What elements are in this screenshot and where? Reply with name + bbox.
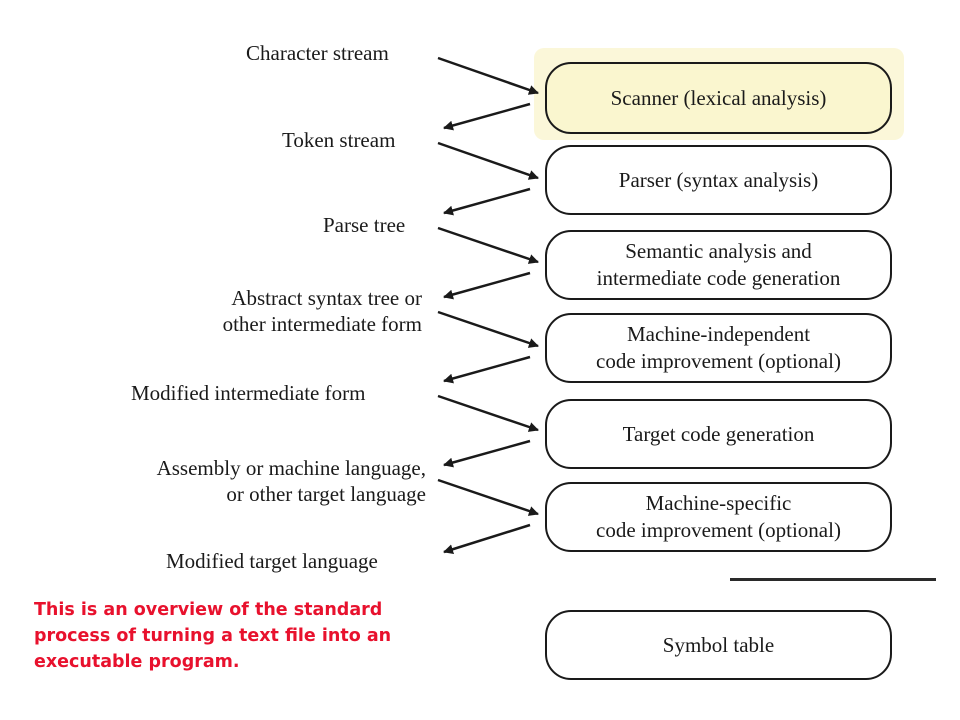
arrow-out-of-machine-specific <box>443 523 531 555</box>
arrow-out-of-machine-independent <box>443 355 531 384</box>
caption-text: This is an overview of the standard proc… <box>34 600 392 672</box>
arrow-out-of-parser <box>443 187 531 216</box>
stage-box-target-code-generation: Target code generation <box>545 399 892 469</box>
stage-box-machine-independent-improvement: Machine-independent code improvement (op… <box>545 313 892 383</box>
arrow-into-parser <box>437 141 539 180</box>
stream-label-modified-target-language: Modified target language <box>166 549 378 573</box>
stage-box-machine-specific-improvement: Machine-specific code improvement (optio… <box>545 482 892 552</box>
stream-label-target-language: Assembly or machine language, or other t… <box>156 456 426 506</box>
separator-line <box>730 578 936 581</box>
arrow-into-machine-independent <box>437 310 539 348</box>
arrow-into-target-code-generation <box>437 394 539 432</box>
stream-label-modified-intermediate-form: Modified intermediate form <box>131 381 366 405</box>
arrow-out-of-target-code-generation <box>443 439 531 468</box>
stream-label-character-stream: Character stream <box>246 41 389 65</box>
stage-box-parser: Parser (syntax analysis) <box>545 145 892 215</box>
stream-label-parse-tree: Parse tree <box>323 213 406 237</box>
arrow-into-semantic <box>437 226 539 264</box>
arrow-out-of-scanner <box>443 102 531 131</box>
stage-box-semantic-analysis: Semantic analysis and intermediate code … <box>545 230 892 300</box>
stage-box-scanner: Scanner (lexical analysis) <box>545 62 892 134</box>
stream-label-token-stream: Token stream <box>282 128 396 152</box>
arrow-out-of-semantic <box>443 271 531 300</box>
arrow-into-machine-specific <box>437 478 539 516</box>
arrow-into-scanner <box>437 56 539 95</box>
stream-label-abstract-syntax-tree: Abstract syntax tree or other intermedia… <box>222 286 422 336</box>
symbol-table-box: Symbol table <box>545 610 892 680</box>
